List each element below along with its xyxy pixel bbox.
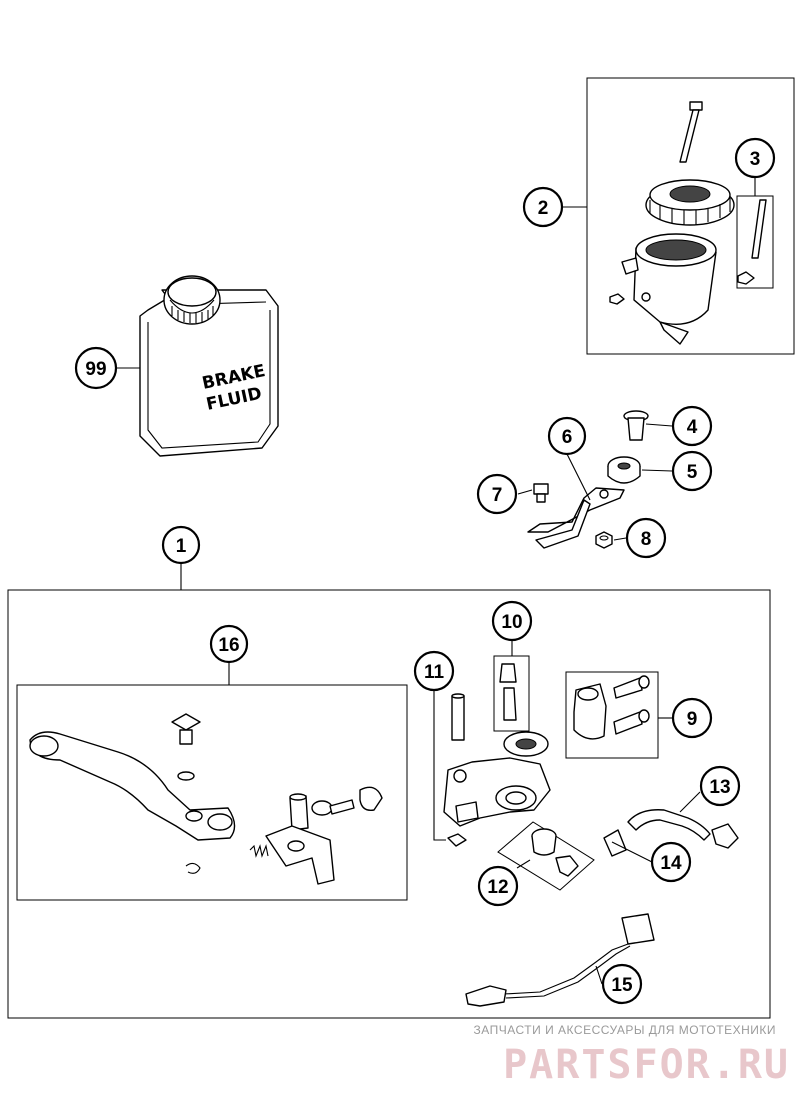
svg-text:6: 6 [562,427,573,448]
callout-3: 3 [734,137,776,179]
callout-9: 9 [671,697,713,739]
svg-text:10: 10 [501,612,522,633]
clamp-assembly [573,675,650,740]
svg-text:1: 1 [176,536,187,557]
callout-11: 11 [413,650,455,692]
master-cylinder [433,663,551,847]
svg-text:16: 16 [218,635,239,656]
svg-text:7: 7 [492,485,503,506]
callout-6: 6 [547,416,587,456]
svg-text:15: 15 [611,975,633,996]
leader-12 [516,859,531,869]
callout-1: 1 [161,525,201,565]
group-frame-reservoir [586,77,795,355]
callout-99: 99 [74,346,118,390]
svg-text:5: 5 [687,462,698,483]
callout-10: 10 [491,600,533,642]
callout-5: 5 [671,450,713,492]
callout-14: 14 [650,841,692,883]
lever-assembly [29,713,383,885]
reservoir-assembly [609,101,767,345]
watermark-caption: ЗАПЧАСТИ И АКСЕССУАРЫ ДЛЯ МОТОТЕХНИКИ [474,1023,776,1037]
leader-15 [595,965,603,985]
callout-8: 8 [625,517,667,559]
leader-6 [566,453,591,501]
seal-kit [531,828,579,877]
svg-text:13: 13 [709,777,730,798]
brake-fluid-can: BRAKE FLUID [139,275,279,457]
leader-8 [613,537,627,541]
svg-text:11: 11 [424,662,445,683]
callout-13: 13 [699,765,741,807]
group-frame-hand-brake [7,589,771,1019]
leader-4 [645,423,673,427]
group-frame-seal-kit [497,821,595,891]
svg-text:3: 3 [750,149,761,170]
svg-text:14: 14 [660,853,682,874]
group-frame-lever [16,684,408,901]
callout-15: 15 [601,963,643,1005]
group-frame-clamp [565,671,659,759]
svg-text:2: 2 [538,198,549,219]
callout-12: 12 [477,865,519,907]
svg-text:12: 12 [487,877,508,898]
leader-5 [641,469,673,472]
svg-text:99: 99 [85,359,106,380]
callout-2: 2 [522,186,564,228]
callout-4: 4 [671,405,713,447]
svg-text:9: 9 [687,709,698,730]
watermark-brand: PARTSFOR.RU [503,1042,790,1088]
leader-13 [679,791,701,813]
callout-16: 16 [209,624,249,664]
svg-text:4: 4 [687,417,698,438]
callout-7: 7 [476,473,518,515]
brake-switch [465,913,655,1007]
leader-7 [517,489,533,495]
svg-text:8: 8 [641,529,652,550]
leader-14 [611,841,653,863]
bracket-assembly [527,410,649,549]
